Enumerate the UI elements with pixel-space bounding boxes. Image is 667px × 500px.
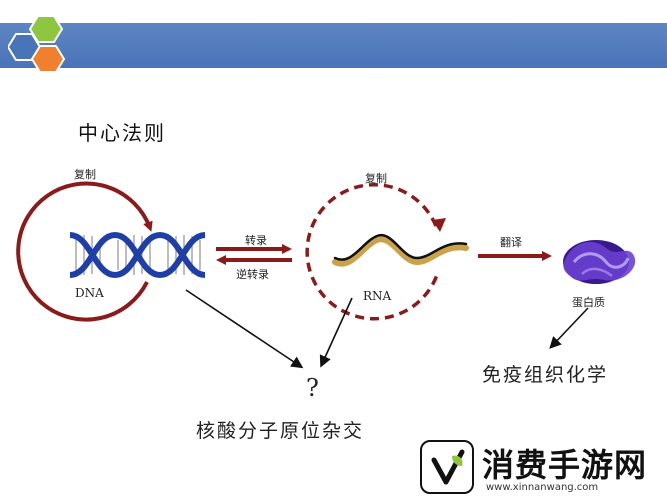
dna-to-hybridization-arrow [185,289,304,369]
watermark-url: www.xinnanwang.com [486,482,599,493]
leaf-check-icon [431,449,465,485]
header-banner [0,23,667,68]
dna-replication-arrow [16,181,153,322]
rna-strand-icon [332,236,469,267]
translation-label: 翻译 [500,236,522,249]
dna-label: DNA [75,286,104,300]
rna-label: RNA [363,289,392,303]
protein-structure-icon [563,240,636,284]
dna-replication-label: 复制 [74,168,96,181]
protein-to-ihc-arrow [549,307,589,349]
dna-helix-icon [69,231,206,279]
protein-label: 蛋白质 [572,296,605,309]
watermark-logo [420,440,474,494]
reverse-transcription-label: 逆转录 [236,268,269,281]
question-mark: ? [306,374,319,402]
transcription-label: 转录 [245,234,267,247]
rna-to-hybridization-arrow [319,297,353,368]
rna-replication-label: 复制 [365,172,387,185]
watermark-brand: 消费手游网 [482,446,648,484]
page-title: 中心法则 [78,121,166,145]
hexagon-logo-icon [8,15,66,73]
immunohistochemistry-label: 免疫组织化学 [482,364,609,386]
hybridization-label: 核酸分子原位杂交 [196,420,365,442]
rna-replication-arrow [305,183,440,321]
